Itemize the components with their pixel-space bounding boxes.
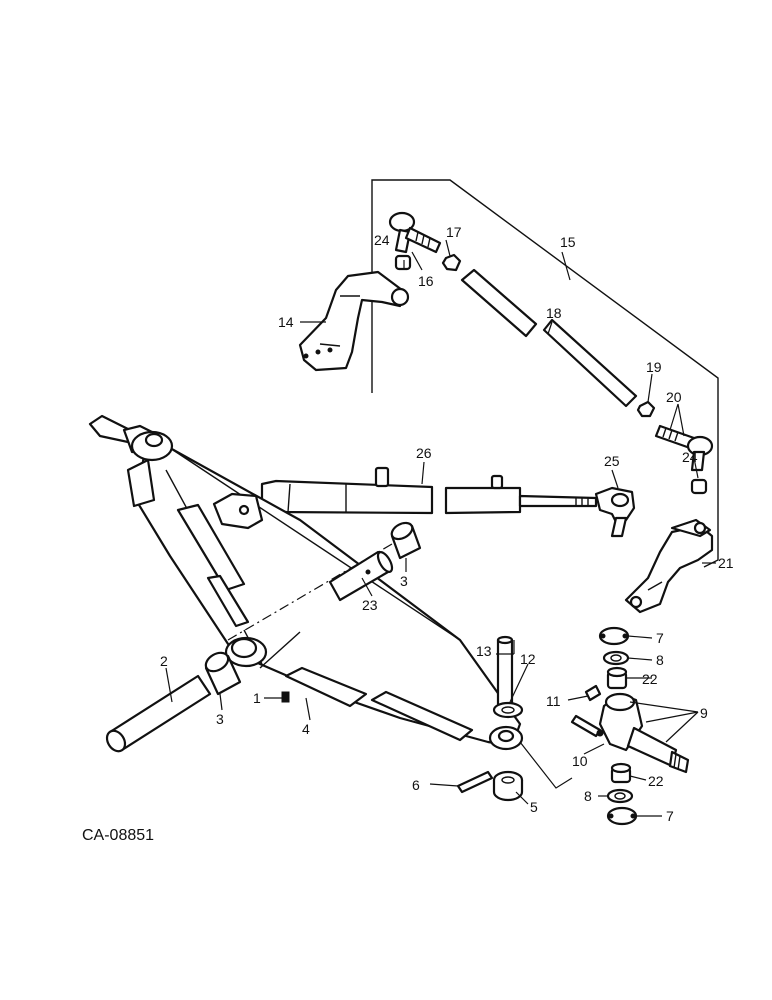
callout-labels: 24 17 15 16 14 18 19 20 24 26 25 21 3 23… [160,224,734,824]
callout-2: 2 [160,653,168,669]
spindle-cap-7-upper [598,626,630,646]
bushing-front [204,651,242,696]
cylinder-rod-end [594,486,636,538]
tie-rod-end-right [636,400,714,495]
callout-19: 19 [646,359,662,375]
callout-5: 5 [530,799,538,815]
bearing-5 [492,770,524,802]
steering-arm-right [624,518,714,614]
callout-16: 16 [418,273,434,289]
bushing-22-upper [606,666,628,690]
callout-17: 17 [446,224,462,240]
kingpin [496,635,514,708]
cylinder-mount-bracket [212,492,264,530]
left-spindle [88,414,174,508]
callout-11: 11 [546,693,561,709]
tie-rod-tube [460,268,638,408]
tie-rod-end-left [388,211,442,271]
steering-arm-left [298,270,410,372]
callout-7-lower: 7 [666,808,674,824]
lock-pin-6 [456,770,494,794]
callout-12: 12 [520,651,536,667]
callout-24-upper: 24 [374,232,390,248]
callout-7-upper: 7 [656,630,664,646]
jam-nut-17 [441,253,462,272]
callout-6: 6 [412,777,420,793]
bushing-rear [390,521,422,560]
spindle-cap-7-lower [606,806,638,826]
gasket-8-lower [606,788,634,804]
callout-10: 10 [572,753,588,769]
callout-22-upper: 22 [642,671,658,687]
thrust-washer-12 [492,701,524,719]
right-spindle-9 [598,692,690,774]
callout-22-lower: 22 [648,773,664,789]
grease-fitting-1 [281,691,290,703]
center-pivot-boss [224,636,268,668]
callout-8-lower: 8 [584,788,592,804]
callout-25: 25 [604,453,620,469]
callout-20: 20 [666,389,682,405]
gasket-8-upper [602,650,630,666]
callout-3-front: 3 [216,711,224,727]
callout-18: 18 [546,305,562,321]
callout-14: 14 [278,314,294,330]
callout-4: 4 [302,721,310,737]
steering-cylinder [260,466,598,515]
pivot-pin [105,674,212,753]
figure-code: CA-08851 [82,827,154,844]
assembly-line [519,741,573,789]
bushing-22-lower [610,762,632,784]
leader-lines [165,239,716,817]
grease-fitting-11 [584,684,602,702]
callout-1: 1 [253,690,261,706]
callout-21: 21 [718,555,734,571]
callout-24-lower: 24 [682,449,698,465]
bolt-10 [570,714,604,738]
callout-8-upper: 8 [656,652,664,668]
pivot-centerline [227,543,393,641]
callout-13: 13 [476,643,492,659]
callout-15: 15 [560,234,576,250]
callout-26: 26 [416,445,432,461]
callout-23: 23 [362,597,378,613]
right-axle-end-boss [488,725,524,751]
tie-rod-assembly-bracket [371,179,719,568]
callout-3-rear: 3 [400,573,408,589]
callout-9: 9 [700,705,708,721]
